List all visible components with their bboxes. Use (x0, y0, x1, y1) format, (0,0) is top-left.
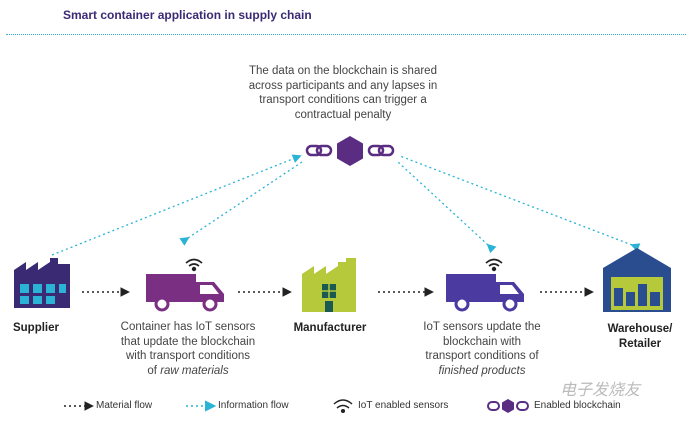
warehouse-icon (603, 248, 671, 312)
note-line-3: transport conditions can trigger a (259, 94, 427, 106)
page-title: Smart container application in supply ch… (63, 8, 312, 22)
wifi-sensor-icon-truck2 (485, 258, 503, 272)
chain-link-left-icon (305, 144, 333, 157)
wifi-sensor-icon-truck1 (185, 258, 203, 272)
truck1-desc-line-4: of raw materials (104, 364, 272, 379)
legend-material-flow: Material flow (96, 400, 152, 411)
truck2-description: IoT sensors update the blockchain with t… (400, 320, 564, 378)
legend-iot-sensors: IoT enabled sensors (358, 400, 448, 411)
blockchain-hexagon-icon (337, 136, 363, 166)
legend-iot-sensors-label: IoT enabled sensors (358, 400, 449, 411)
truck-finished-products-icon (446, 274, 524, 312)
truck1-desc-line-2: that update the blockchain (120, 335, 256, 348)
supplier-factory-icon (14, 258, 70, 308)
warehouse-label-line-1: Warehouse/ (607, 323, 673, 335)
info-flow-truck1 (179, 161, 303, 246)
truck2-desc-line-2: blockchain with (443, 335, 521, 348)
truck1-desc-raw-materials: raw materials (160, 364, 229, 377)
truck2-desc-line-1: IoT sensors update the (423, 321, 541, 333)
blockchain-note: The data on the blockchain is shared acr… (220, 64, 466, 122)
note-line-1: The data on the blockchain is shared (249, 65, 437, 77)
title-divider (6, 34, 686, 35)
legend-blockchain: Enabled blockchain (534, 400, 621, 411)
info-flow-supplier (51, 154, 302, 256)
truck1-desc-line-1: Container has IoT sensors (120, 321, 256, 333)
legend-blockchain-label: Enabled blockchain (534, 400, 621, 411)
note-line-4: contractual penalty (294, 108, 392, 121)
truck2-desc-finished-products: finished products (438, 364, 526, 377)
legend-blockchain-icon (487, 399, 529, 413)
blockchain-icon (305, 136, 395, 166)
legend-icons (64, 399, 529, 414)
chain-link-right-icon (367, 144, 395, 157)
legend-material-flow-label: Material flow (96, 400, 153, 411)
legend-information-flow-label: Information flow (218, 400, 289, 411)
watermark: 电子发烧友 (560, 382, 641, 399)
truck1-desc-line-3: with transport conditions (125, 350, 250, 362)
warehouse-label: Warehouse/ Retailer (596, 322, 684, 351)
warehouse-label-line-2: Retailer (618, 337, 662, 350)
truck1-description: Container has IoT sensors that update th… (104, 320, 272, 378)
truck2-desc-line-4: finished products (400, 364, 564, 379)
legend-iot-sensor-icon (333, 399, 353, 414)
truck1-desc-prefix: of (147, 364, 161, 377)
info-flow-truck2 (397, 161, 497, 254)
info-flow-warehouse (399, 155, 641, 252)
manufacturer-label: Manufacturer (293, 322, 367, 334)
supplier-label: Supplier (12, 322, 59, 334)
manufacturer-factory-icon (302, 258, 356, 312)
note-line-2: across participants and any lapses in (248, 79, 438, 92)
truck2-desc-line-3: transport conditions of (425, 350, 539, 362)
legend-information-flow: Information flow (218, 400, 289, 411)
truck-raw-materials-icon (146, 274, 224, 312)
information-flow-lines (51, 154, 641, 256)
